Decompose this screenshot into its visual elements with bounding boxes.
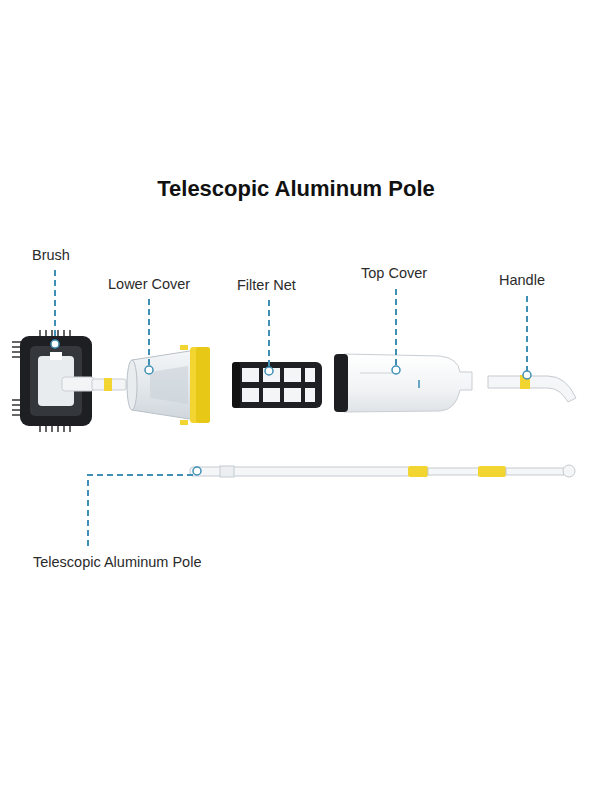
leader-dots: [51, 340, 531, 475]
brush-head: [12, 330, 126, 432]
title-slot: Telescopic Aluminum Pole: [0, 176, 592, 202]
handle: [488, 375, 576, 402]
leader-line: [268, 300, 270, 367]
label-slot: Lower Cover: [108, 276, 190, 292]
leader-dot: [51, 340, 59, 348]
filter-net: [232, 362, 322, 408]
label-slot: Top Cover: [361, 265, 427, 281]
label-slot: Filter Net: [237, 277, 296, 293]
leader-dot: [265, 367, 273, 375]
leader-dot: [392, 366, 400, 374]
leader-line: [54, 270, 56, 341]
label-slot: Telescopic Aluminum Pole: [33, 554, 201, 570]
part-label: Brush: [32, 247, 70, 263]
telescopic-pole: [190, 465, 575, 477]
leader-dot: [523, 371, 531, 379]
part-label: Lower Cover: [108, 276, 190, 292]
leader-line: [88, 475, 193, 546]
leader-line: [148, 299, 150, 366]
leader-dot: [145, 366, 153, 374]
leader-line: [395, 289, 397, 366]
part-label: Filter Net: [237, 277, 296, 293]
leader-lines: [55, 270, 527, 546]
part-label: Top Cover: [361, 265, 427, 281]
leader-line: [526, 296, 528, 371]
diagram-title: Telescopic Aluminum Pole: [0, 176, 592, 202]
top-cover: [334, 354, 472, 412]
part-label: Handle: [499, 272, 545, 288]
leader-dot: [193, 467, 201, 475]
label-slot: Handle: [499, 272, 545, 288]
part-label: Telescopic Aluminum Pole: [33, 554, 201, 570]
label-slot: Brush: [32, 247, 70, 263]
lower-cover: [127, 345, 210, 425]
